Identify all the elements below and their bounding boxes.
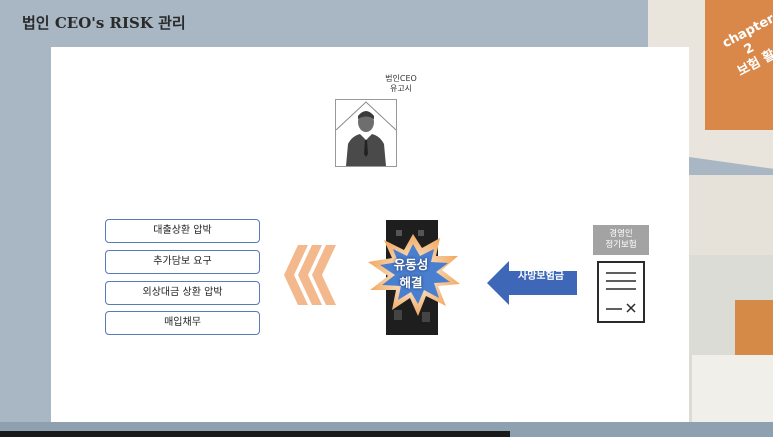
decor-book-cover [705, 0, 773, 130]
arrow-left-icon [487, 261, 577, 305]
liquidity-line2: 해결 [399, 275, 423, 290]
document-icon [597, 261, 645, 323]
policy-label: 경영인 정기보험 [593, 225, 649, 255]
risk-item: 대출상환 압박 [105, 219, 260, 243]
chevron-left-icon [284, 245, 336, 305]
slide-panel: 법인CEO 유고시 대출상환 압박 추가담보 요구 외상대금 상환 압박 매입채… [51, 47, 689, 422]
policy-label-line2: 정기보험 [605, 240, 637, 250]
decor-notebook [688, 175, 773, 255]
liquidity-line1: 유동성 [393, 257, 429, 272]
death-benefit-label: 사망보험금 [518, 271, 564, 282]
ceo-label-line2: 유고시 [389, 84, 413, 93]
video-progress-bar[interactable] [0, 431, 510, 437]
risk-item: 외상대금 상환 압박 [105, 281, 260, 305]
decor-page [692, 355, 773, 425]
slide-title: 법인 CEO's RISK 관리 [22, 14, 186, 32]
risk-item: 매입채무 [105, 311, 260, 335]
ceo-person-icon [336, 101, 396, 166]
ceo-portrait-frame [335, 99, 397, 167]
ceo-label: 법인CEO 유고시 [371, 74, 431, 94]
policy-label-line1: 경영인 [609, 229, 633, 239]
building-burst-icon [368, 220, 460, 335]
ceo-label-line1: 법인CEO [385, 74, 417, 83]
liquidity-solution-label: 유동성 해결 [373, 256, 449, 292]
risk-item: 추가담보 요구 [105, 250, 260, 274]
